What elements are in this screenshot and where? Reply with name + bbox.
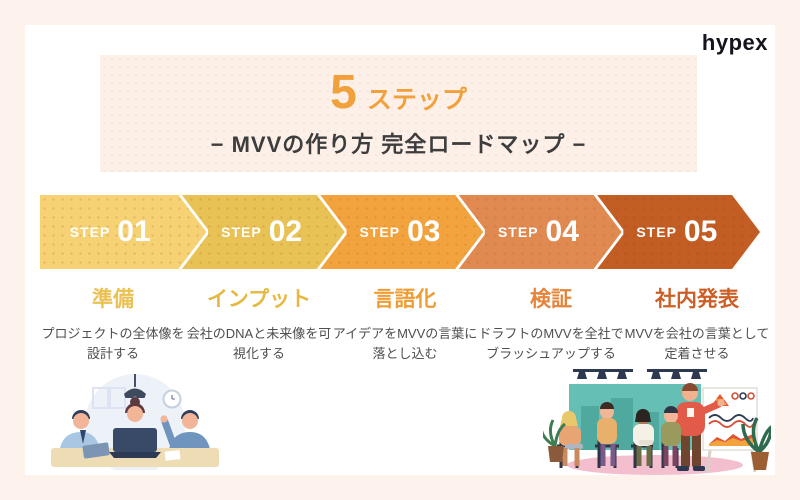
step-arrow-02: STEP 02 xyxy=(178,195,344,269)
step-title: 検証 xyxy=(530,288,572,311)
step-column-02: インプット 会社のDNAと未来像を可視化する xyxy=(186,283,332,364)
hypex-logo: hypex xyxy=(701,30,768,55)
step-title: インプット xyxy=(206,288,312,311)
step-number: 04 xyxy=(545,215,579,248)
step-arrow-02-shape: STEP 02 xyxy=(178,195,344,269)
step-arrows-row: STEP 01 STEP 02 STEP 03 STEP 04 STEP xyxy=(40,195,760,269)
step-word: STEP xyxy=(497,224,539,240)
step-arrow-05: STEP 05 xyxy=(594,195,760,269)
step-title: 社内発表 xyxy=(655,288,739,311)
step-number: 05 xyxy=(683,215,718,248)
header-title: 5 ステップ xyxy=(330,65,467,119)
step-count-suffix: ステップ xyxy=(366,85,467,114)
step-arrow-03-shape: STEP 03 xyxy=(317,195,483,269)
step-arrow-01: STEP 01 xyxy=(40,195,206,269)
step-column-04: 検証 ドラフトのMVVを全社でブラッシュアップする xyxy=(478,283,624,364)
header-subtitle: − MVVの作り方 完全ロードマップ − xyxy=(210,131,587,157)
step-count: 5 xyxy=(330,65,357,119)
step-column-03: 言語化 アイデアをMVVの言葉に落とし込む xyxy=(332,283,478,364)
step-description: プロジェクトの全体像を設計する xyxy=(41,326,185,362)
step-description: ドラフトのMVVを全社でブラッシュアップする xyxy=(478,326,624,362)
step-number: 03 xyxy=(407,215,441,248)
step-description: アイデアをMVVの言葉に落とし込む xyxy=(332,326,478,362)
step-arrow-01-shape: STEP 01 xyxy=(40,195,206,269)
step-number: 02 xyxy=(268,215,303,248)
step-word: STEP xyxy=(636,224,677,240)
team-meeting-illustration xyxy=(51,374,219,470)
step-description: 会社のDNAと未来像を可視化する xyxy=(186,326,332,362)
step-word: STEP xyxy=(221,224,262,240)
step-labels-row: 準備 プロジェクトの全体像を設計する インプット 会社のDNAと未来像を可視化す… xyxy=(40,283,769,364)
step-description: MVVを会社の言葉として定着させる xyxy=(624,326,770,362)
step-column-01: 準備 プロジェクトの全体像を設計する xyxy=(40,283,186,364)
step-column-05: 社内発表 MVVを会社の言葉として定着させる xyxy=(624,283,770,364)
step-number: 01 xyxy=(117,215,151,248)
presentation-illustration xyxy=(543,369,771,475)
step-arrow-05-shape: STEP 05 xyxy=(594,195,760,269)
header-band: 5 ステップ − MVVの作り方 完全ロードマップ − xyxy=(100,55,697,172)
step-word: STEP xyxy=(69,224,111,240)
step-word: STEP xyxy=(359,224,401,240)
step-title: 準備 xyxy=(92,288,134,311)
step-arrow-03: STEP 03 xyxy=(317,195,483,269)
step-title: 言語化 xyxy=(373,288,437,311)
